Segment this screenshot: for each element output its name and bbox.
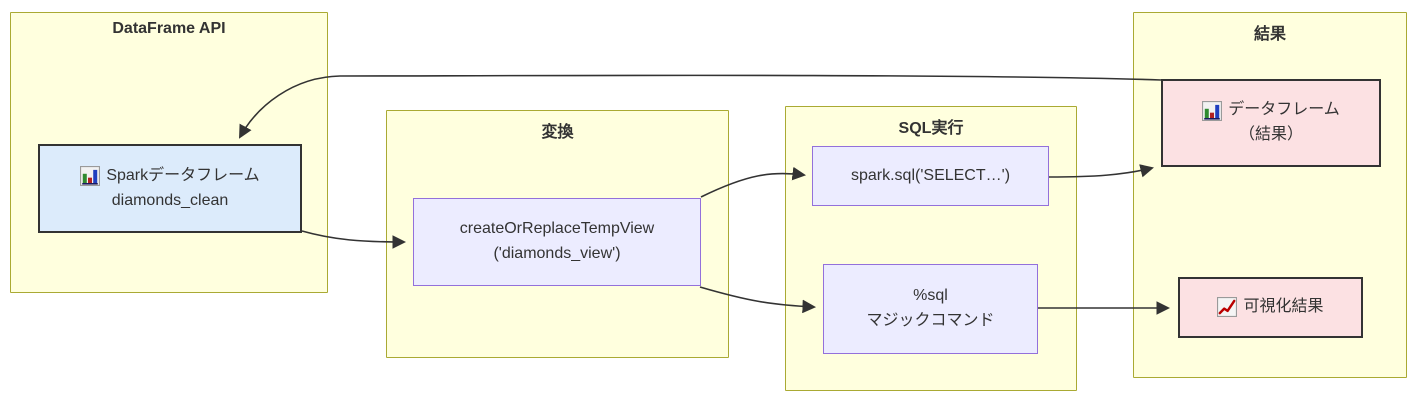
cluster-title: SQL実行 — [898, 120, 964, 137]
bar-chart-icon — [80, 166, 101, 187]
cluster-title: 結果 — [1253, 26, 1286, 43]
node-label: ('diamonds_view') — [493, 245, 621, 262]
node-label: %sql — [913, 287, 948, 305]
node-spark-sql: spark.sql('SELECT…') — [812, 146, 1049, 206]
node-label: マジックコマンド — [866, 312, 995, 329]
chart-increasing-icon — [1217, 297, 1238, 318]
node-label: Sparkデータフレーム — [106, 166, 260, 184]
node-visualization-result: 可視化結果 — [1178, 277, 1363, 338]
node-dataframe-result: データフレーム （結果） — [1161, 79, 1381, 167]
cluster-title: DataFrame API — [112, 20, 226, 37]
node-label: （結果） — [1238, 126, 1303, 143]
node-label: 可視化結果 — [1243, 298, 1324, 316]
cluster-title: 変換 — [541, 124, 574, 141]
node-label: diamonds_clean — [111, 191, 229, 209]
node-label: データフレーム — [1228, 101, 1340, 119]
bar-chart-icon — [1202, 100, 1223, 121]
node-label: createOrReplaceTempView — [459, 220, 655, 238]
node-label: spark.sql('SELECT…') — [850, 166, 1011, 184]
node-create-temp-view: createOrReplaceTempView ('diamonds_view'… — [413, 198, 701, 286]
node-spark-dataframe: Sparkデータフレーム diamonds_clean — [38, 144, 302, 233]
node-sql-magic-command: %sql マジックコマンド — [823, 264, 1038, 354]
